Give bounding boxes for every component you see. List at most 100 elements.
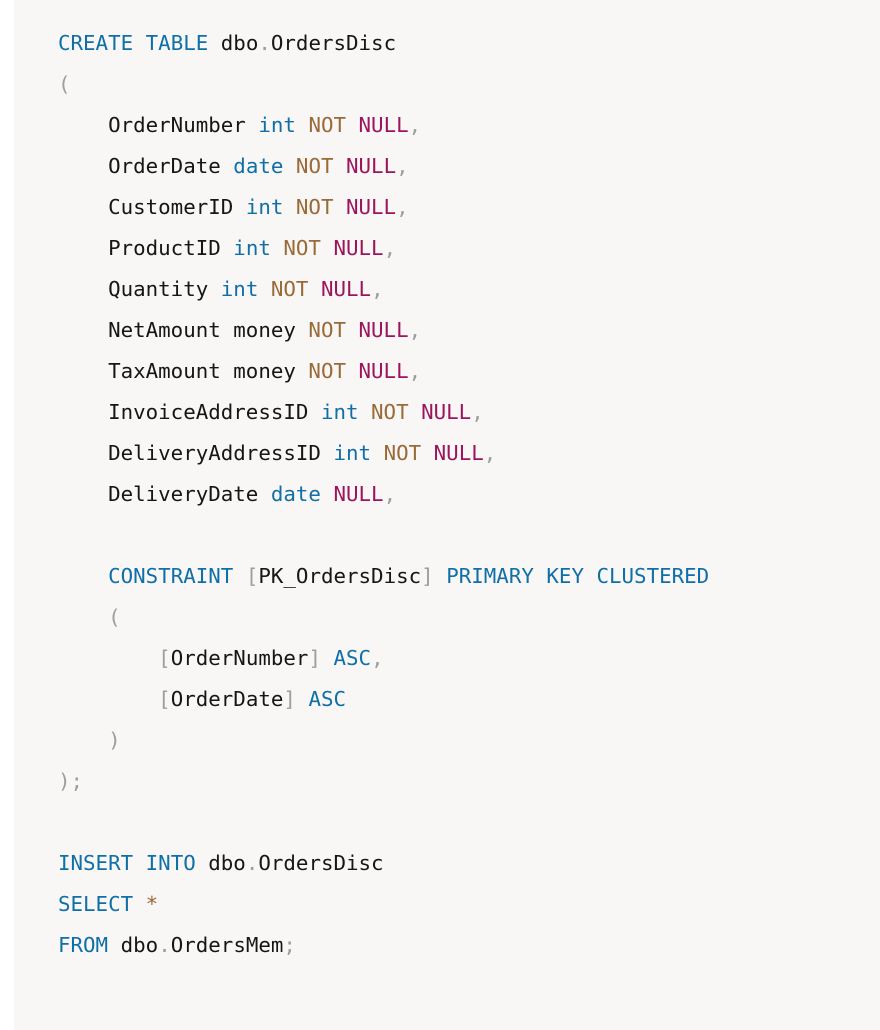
code-token — [371, 441, 384, 465]
code-token: ) — [108, 728, 121, 752]
code-token: CREATE — [58, 31, 134, 55]
code-token: OrderDate — [58, 154, 234, 178]
code-token — [308, 277, 321, 301]
code-token: , — [408, 113, 422, 137]
code-token: , — [396, 154, 409, 178]
code-token: int — [220, 277, 259, 301]
code-line: ) — [58, 720, 709, 761]
code-token: DeliveryDate — [58, 482, 271, 506]
code-token — [58, 564, 108, 588]
code-token: NOT — [295, 154, 334, 178]
code-token: ; — [70, 769, 84, 793]
code-token: int — [258, 113, 296, 137]
code-token: NULL — [421, 400, 472, 424]
code-token: OrderNumber — [170, 646, 309, 670]
code-token: TaxAmount money — [58, 359, 309, 383]
code-token: NULL — [358, 359, 409, 383]
code-token: NULL — [346, 195, 397, 219]
code-token — [271, 236, 284, 260]
code-token — [258, 277, 271, 301]
code-line: NetAmount money NOT NULL, — [58, 310, 709, 351]
code-token: , — [408, 318, 422, 342]
code-token: NULL — [320, 277, 372, 301]
code-token: NOT — [283, 236, 321, 260]
code-line: TaxAmount money NOT NULL, — [58, 351, 709, 392]
code-line: INSERT INTO dbo.OrdersDisc — [58, 843, 709, 884]
code-line: OrderNumber int NOT NULL, — [58, 105, 709, 146]
code-token: NOT — [308, 113, 346, 137]
code-block: CREATE TABLE dbo.OrdersDisc ( OrderNumber… — [14, 0, 880, 1030]
code-token: NULL — [333, 482, 384, 506]
code-token: , — [483, 441, 497, 465]
code-token: INSERT — [58, 851, 134, 875]
code-line: CREATE TABLE dbo.OrdersDisc — [58, 23, 709, 64]
code-token: ] — [421, 564, 434, 588]
code-token: NOT — [270, 277, 309, 301]
code-line: OrderDate date NOT NULL, — [58, 146, 709, 187]
code-token: PRIMARY — [446, 564, 534, 588]
code-line: ProductID int NOT NULL, — [58, 228, 709, 269]
code-token — [58, 728, 108, 752]
code-token: FROM — [58, 933, 109, 957]
code-token — [346, 318, 359, 342]
code-token: SELECT — [58, 892, 134, 916]
code-token: date — [233, 154, 284, 178]
code-token: ( — [108, 605, 121, 629]
code-token: [ — [158, 646, 171, 670]
code-token — [321, 482, 334, 506]
code-token: NULL — [333, 236, 384, 260]
code-token: NOT — [383, 441, 422, 465]
code-token — [283, 195, 296, 219]
code-token: , — [383, 482, 397, 506]
code-token: date — [270, 482, 321, 506]
code-token — [421, 441, 434, 465]
code-token: OrderDate — [170, 687, 284, 711]
code-token: [ — [245, 564, 259, 588]
code-token — [359, 400, 372, 424]
code-line: ); — [58, 761, 709, 802]
code-token — [434, 564, 447, 588]
code-token: ] — [308, 646, 321, 670]
code-token — [296, 113, 309, 137]
code-token: Quantity — [58, 277, 221, 301]
code-line: [OrderDate] ASC — [58, 679, 709, 720]
code-token — [283, 154, 296, 178]
code-token: NetAmount money — [58, 318, 309, 342]
code-token: NULL — [358, 318, 409, 342]
code-token: , — [371, 277, 384, 301]
code-token: dbo — [195, 851, 246, 875]
code-token: int — [333, 441, 372, 465]
code-token: OrdersDisc — [270, 31, 397, 55]
code-token — [296, 687, 309, 711]
code-token: , — [408, 359, 422, 383]
code-token: DeliveryAddressID — [58, 441, 334, 465]
code-token: PK_OrdersDisc — [258, 564, 422, 588]
code-token: int — [233, 236, 271, 260]
code-line: [OrderNumber] ASC, — [58, 638, 709, 679]
code-token — [584, 564, 597, 588]
code-token: ASC — [333, 646, 372, 670]
code-token: NULL — [358, 113, 409, 137]
code-token — [133, 892, 146, 916]
code-token: ( — [58, 72, 71, 96]
code-token — [333, 154, 346, 178]
sql-code: CREATE TABLE dbo.OrdersDisc ( OrderNumber… — [58, 23, 709, 966]
code-token: ProductID — [58, 236, 234, 260]
code-token: CLUSTERED — [596, 564, 710, 588]
code-token: . — [258, 31, 271, 55]
code-token: OrderNumber — [58, 113, 259, 137]
code-token — [58, 646, 158, 670]
code-line: SELECT * — [58, 884, 709, 925]
code-line: ( — [58, 64, 709, 105]
code-token — [346, 113, 359, 137]
code-line: ( — [58, 597, 709, 638]
code-token: [ — [158, 687, 171, 711]
code-token: NOT — [371, 400, 409, 424]
code-token: CustomerID — [58, 195, 246, 219]
code-token: . — [245, 851, 259, 875]
code-token: , — [471, 400, 484, 424]
code-token: CONSTRAINT — [108, 564, 234, 588]
code-line: InvoiceAddressID int NOT NULL, — [58, 392, 709, 433]
code-token — [133, 851, 146, 875]
code-line — [58, 802, 709, 843]
